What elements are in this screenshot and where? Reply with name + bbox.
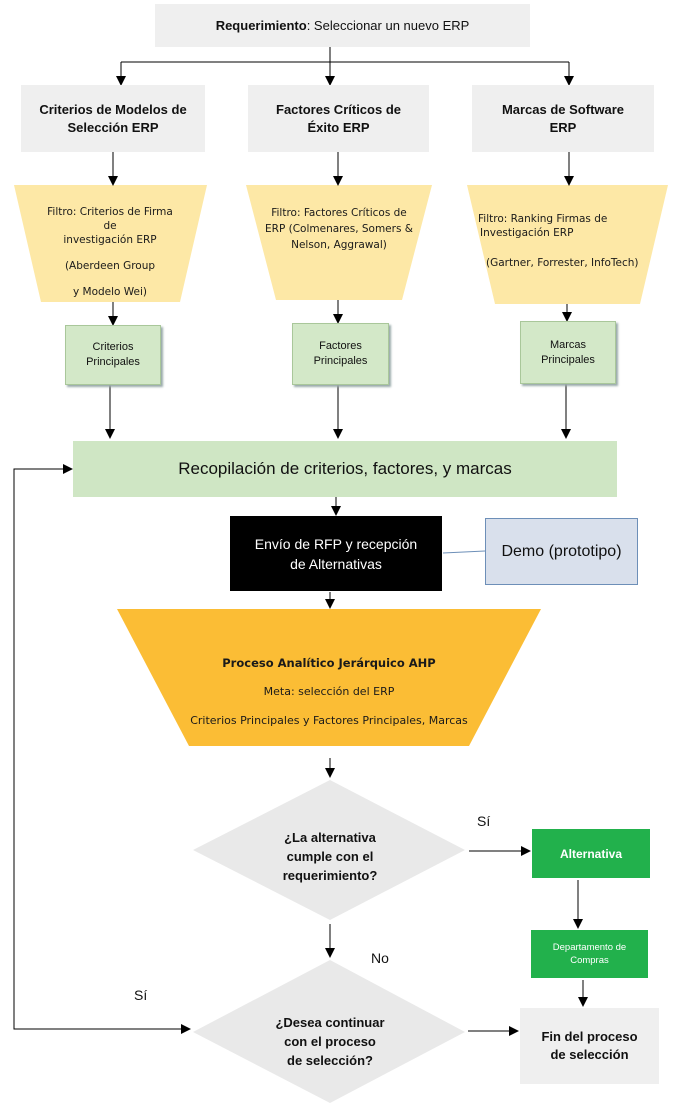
col2-title-line1: Factores Críticos de (276, 101, 401, 117)
col3-result-box: Marcas Principales (520, 321, 616, 384)
filter-shape-1 (14, 185, 207, 302)
decision1-line1: ¿La alternativa (284, 829, 376, 845)
ahp-meta: Meta: selección del ERP (263, 685, 395, 698)
col3-filter-text: Filtro: Ranking Firmas de Investigación … (478, 212, 658, 270)
alternativa-box: Alternativa (532, 829, 650, 878)
decision2-line3: de selección? (287, 1052, 373, 1068)
requirement-label: Requerimiento (215, 17, 307, 33)
ahp-criterios: Criterios Principales y Factores Princip… (190, 714, 468, 727)
label-no: No (371, 950, 389, 966)
compras-line2: Compras (570, 955, 609, 966)
col2-filter-text: Filtro: Factores Críticos de ERP (Colmen… (262, 205, 416, 253)
alternativa-text: Alternativa (559, 846, 623, 861)
requirement-text: : Seleccionar un nuevo ERP (306, 17, 470, 33)
fin-box: Fin del proceso de selección (520, 1008, 659, 1084)
decision1-line2: cumple con el (286, 848, 374, 864)
col2-title-line2: Éxito ERP (307, 119, 370, 135)
col2-title-box: Factores Críticos de Éxito ERP (248, 85, 429, 152)
col3-filter-line3: (Gartner, Forrester, InfoTech) (486, 257, 639, 269)
demo-text: Demo (prototipo) (501, 542, 622, 560)
recopilacion-bar: Recopilación de criterios, factores, y m… (73, 441, 617, 497)
rfp-line1: Envío de RFP y recepción (254, 535, 418, 552)
col3-filter-line2: Investigación ERP (480, 227, 574, 239)
col3-filter-line1: Filtro: Ranking Firmas de (478, 213, 608, 225)
col1-title-line1: Criterios de Modelos de (39, 101, 187, 117)
col1-result-line1: Criterios (92, 341, 134, 353)
ahp-text: Proceso Analítico Jerárquico AHP Meta: s… (170, 656, 488, 728)
decision-shape-2 (193, 960, 465, 1103)
label-si-1: Sí (477, 813, 491, 829)
col1-result-box: Criterios Principales (65, 325, 161, 385)
decision1-line3: requerimiento? (282, 867, 378, 883)
decision2-text: ¿Desea continuar con el proceso de selec… (245, 1012, 415, 1070)
ahp-shape (117, 609, 541, 746)
recopilacion-text: Recopilación de criterios, factores, y m… (178, 459, 512, 478)
requirement-box: Requerimiento: Seleccionar un nuevo ERP (155, 4, 530, 47)
col1-title-line2: Selección ERP (67, 119, 159, 135)
col1-result-line2: Principales (86, 356, 140, 368)
col3-title-box: Marcas de Software ERP (472, 85, 654, 152)
col2-filter-line2: ERP (Colmenares, Somers & (265, 223, 413, 235)
col2-result-line1: Factores (319, 340, 362, 352)
col1-filter-line2: investigación ERP (63, 234, 157, 246)
connector-loop (13, 468, 190, 1030)
filter-shape-2 (246, 185, 432, 300)
col1-filter-line3: (Aberdeen Group (64, 260, 156, 272)
rfp-box: Envío de RFP y recepción de Alternativas (230, 516, 442, 591)
col3-title-line2: ERP (549, 119, 577, 135)
decision-shape-1 (193, 780, 465, 920)
fin-line1: Fin del proceso (541, 1029, 638, 1044)
filter-shape-3 (467, 185, 668, 304)
col1-title-box: Criterios de Modelos de Selección ERP (21, 85, 205, 152)
label-si-2: Sí (134, 987, 148, 1003)
fin-line2: de selección (550, 1047, 629, 1062)
col3-result-line1: Marcas (549, 338, 587, 351)
col1-filter-text: Filtro: Criterios de Firma de investigac… (40, 205, 180, 299)
col2-filter-line3: Nelson, Aggrawal) (291, 239, 387, 251)
connector-rfp-demo (442, 550, 486, 554)
col2-result-box: Factores Principales (292, 323, 389, 385)
col3-result-line2: Principales (541, 353, 595, 366)
compras-line1: Departamento de (552, 942, 627, 953)
col2-result-line2: Principales (313, 355, 368, 367)
decision2-line2: con el proceso (284, 1033, 376, 1049)
col1-filter-line1: Filtro: Criterios de Firma de (47, 206, 173, 232)
col2-filter-line1: Filtro: Factores Críticos de (271, 207, 407, 219)
col1-filter-line4: y Modelo Wei) (72, 286, 148, 298)
col3-title-line1: Marcas de Software (501, 101, 625, 117)
decision2-line1: ¿Desea continuar (275, 1014, 385, 1030)
rfp-line2: de Alternativas (290, 555, 382, 572)
demo-box: Demo (prototipo) (485, 518, 638, 585)
compras-box: Departamento de Compras (531, 930, 648, 978)
ahp-title: Proceso Analítico Jerárquico AHP (222, 656, 436, 670)
decision1-text: ¿La alternativa cumple con el requerimie… (245, 828, 415, 884)
